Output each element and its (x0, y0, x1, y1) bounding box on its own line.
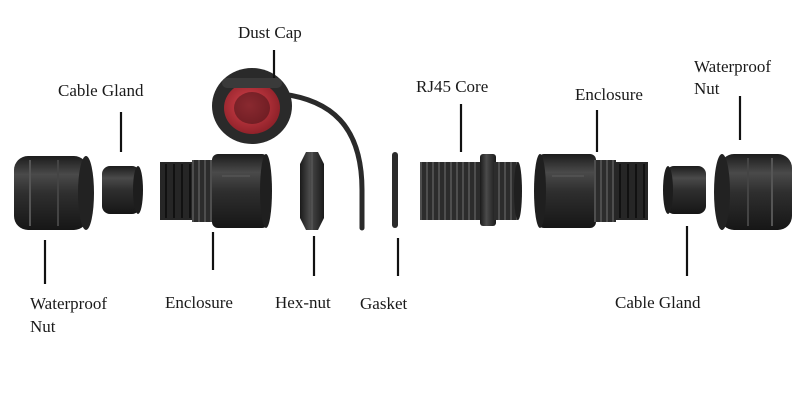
label-waterproof-nut-left-line1: Waterproof (30, 294, 107, 313)
cable-gland-left (102, 166, 143, 214)
waterproof-nut-left (14, 156, 94, 230)
rj45-core (420, 154, 522, 226)
label-enclosure-left: Enclosure (165, 293, 233, 312)
label-waterproof-nut-right-line1: Waterproof (694, 57, 771, 76)
label-enclosure-right: Enclosure (575, 85, 643, 104)
label-waterproof-nut-right-line2: Nut (694, 79, 720, 98)
enclosure-right (534, 154, 648, 228)
cable-gland-right (663, 166, 706, 214)
label-gasket: Gasket (360, 294, 408, 313)
label-cable-gland-right: Cable Gland (615, 293, 701, 312)
label-dust-cap: Dust Cap (238, 23, 302, 42)
hex-nut (300, 152, 324, 230)
label-waterproof-nut-left-line2: Nut (30, 317, 56, 336)
label-cable-gland-left: Cable Gland (58, 81, 144, 100)
gasket-and-tether (279, 91, 398, 231)
label-rj45-core: RJ45 Core (416, 77, 489, 96)
label-hex-nut: Hex-nut (275, 293, 331, 312)
enclosure-left (160, 154, 272, 228)
leader-lines (43, 50, 742, 284)
dust-cap (212, 68, 292, 144)
waterproof-nut-right (714, 154, 792, 230)
